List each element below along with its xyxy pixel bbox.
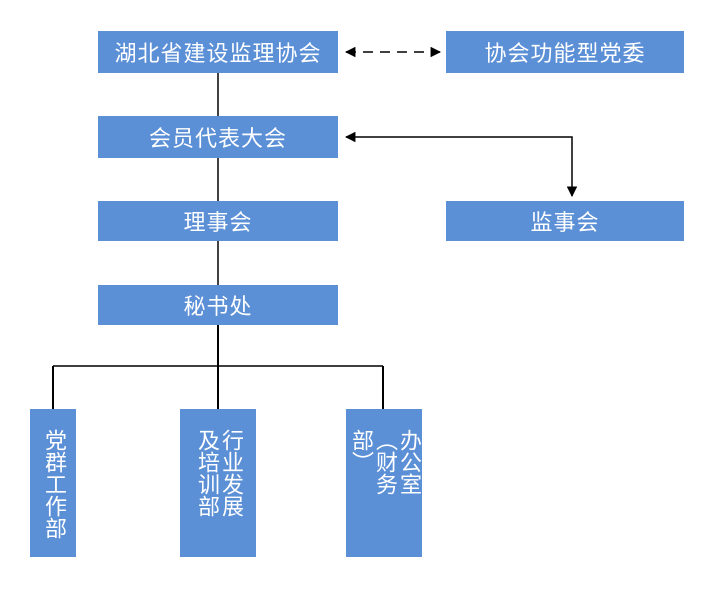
- node-party-committee: 协会功能型党委: [446, 31, 684, 73]
- node-secretariat: 秘书处: [98, 285, 338, 325]
- node-members-congress: 会员代表大会: [98, 116, 338, 158]
- dept-office-finance-label: 办公室（财务部）: [348, 429, 421, 495]
- node-council: 理事会: [98, 201, 338, 241]
- dept-industry-development-training: 行业发展及培训部: [180, 409, 256, 557]
- dept-party-mass-work: 党群工作部: [30, 409, 76, 557]
- node-party-committee-label: 协会功能型党委: [484, 42, 646, 67]
- node-council-label: 理事会: [183, 211, 253, 236]
- link-members-supervisory: [344, 131, 578, 198]
- node-supervisory-board: 监事会: [446, 201, 684, 241]
- dept-party-mass-work-label: 党群工作部: [41, 429, 66, 539]
- node-association: 湖北省建设监理协会: [98, 31, 338, 73]
- node-secretariat-label: 秘书处: [183, 295, 253, 320]
- dept-office-finance: 办公室（财务部）: [346, 409, 422, 557]
- node-members-congress-label: 会员代表大会: [148, 127, 287, 152]
- node-supervisory-board-label: 监事会: [530, 211, 600, 236]
- dept-industry-development-training-label: 行业发展及培训部: [194, 429, 243, 517]
- node-association-label: 湖北省建设监理协会: [114, 42, 322, 67]
